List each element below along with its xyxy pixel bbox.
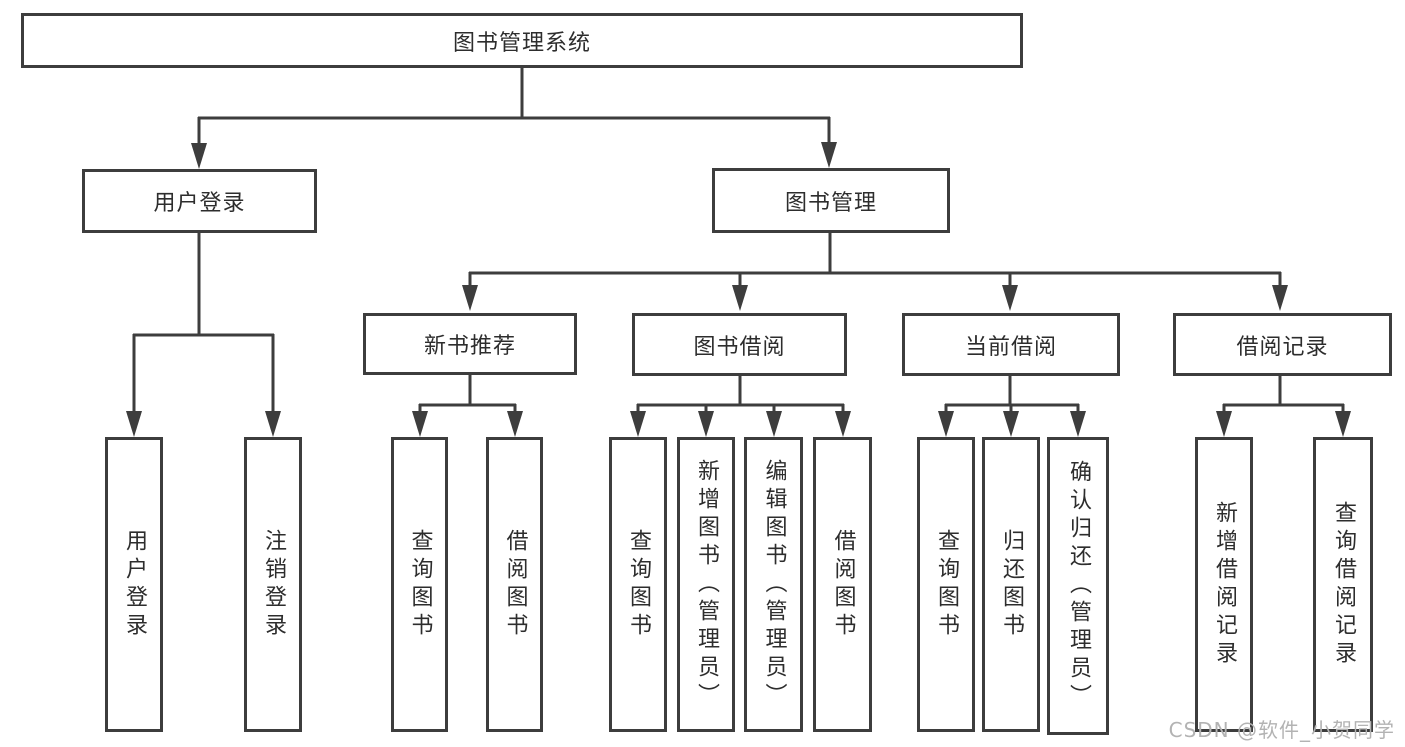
arrow-down-icon (191, 143, 207, 169)
arrow-down-icon (507, 411, 523, 437)
leaf-bb-query-books: 查询图书 (609, 437, 667, 732)
leaf-label: 新增图书（管理员） (694, 458, 719, 711)
leaf-label: 确认归还（管理员） (1066, 460, 1091, 712)
arrow-down-icon (1002, 285, 1018, 311)
leaf-br-add-record: 新增借阅记录 (1195, 437, 1253, 732)
arrow-down-icon (821, 142, 837, 168)
connector-path-current-borrow (944, 375, 1080, 414)
arrow-down-icon (1272, 285, 1288, 311)
arrow-down-icon (1003, 411, 1019, 437)
arrow-down-icon (462, 285, 478, 311)
leaf-label: 借阅图书 (830, 528, 856, 641)
connector-path-borrow-records (1222, 375, 1345, 414)
leaf-label: 归还图书 (999, 528, 1024, 641)
arrow-down-icon (1070, 411, 1086, 437)
leaf-label: 注销登录 (261, 528, 286, 641)
arrow-down-icon (1335, 411, 1351, 437)
leaf-nbr-borrow-books: 借阅图书 (486, 437, 543, 732)
leaf-label: 查询借阅记录 (1331, 500, 1356, 669)
arrow-down-icon (630, 411, 646, 437)
arrow-down-icon (766, 411, 782, 437)
leaf-label: 编辑图书（管理员） (761, 458, 787, 711)
leaf-label: 用户登录 (122, 528, 147, 641)
connector-path-new-book-recommend (418, 375, 517, 414)
node-current-borrow: 当前借阅 (902, 313, 1120, 376)
node-user-login: 用户登录 (82, 169, 317, 233)
node-new-book-recommend: 新书推荐 (363, 313, 577, 375)
leaf-br-query-record: 查询借阅记录 (1313, 437, 1373, 732)
leaf-label: 借阅图书 (502, 528, 528, 641)
arrow-down-icon (412, 411, 428, 437)
leaf-cb-query-books: 查询图书 (917, 437, 975, 732)
leaf-nbr-query-books: 查询图书 (391, 437, 448, 732)
connector-path-book-borrow (636, 375, 845, 414)
connector-path-book-management (468, 233, 1282, 288)
arrow-down-icon (938, 411, 954, 437)
arrow-down-icon (265, 411, 281, 437)
arrow-down-icon (698, 411, 714, 437)
arrow-down-icon (1216, 411, 1232, 437)
leaf-user-login: 用户登录 (105, 437, 163, 732)
leaf-label: 查询图书 (934, 528, 959, 641)
leaf-bb-edit-books-admin: 编辑图书（管理员） (744, 437, 803, 732)
leaf-bb-borrow-books: 借阅图书 (813, 437, 872, 732)
arrow-down-icon (126, 411, 142, 437)
connector-path-root (197, 68, 831, 146)
node-borrow-records: 借阅记录 (1173, 313, 1392, 376)
leaf-bb-add-books-admin: 新增图书（管理员） (677, 437, 735, 732)
leaf-label: 新增借阅记录 (1212, 500, 1237, 669)
node-book-management: 图书管理 (712, 168, 950, 233)
leaf-cb-confirm-return-admin: 确认归还（管理员） (1047, 437, 1109, 735)
connector-path-user-login (132, 233, 275, 414)
leaf-cb-return-books: 归还图书 (982, 437, 1040, 732)
watermark: CSDN @软件_小贺同学 (1168, 718, 1395, 742)
node-root: 图书管理系统 (21, 13, 1023, 68)
arrow-down-icon (835, 411, 851, 437)
leaf-logout: 注销登录 (244, 437, 302, 732)
node-book-borrow: 图书借阅 (632, 313, 847, 376)
arrow-down-icon (732, 285, 748, 311)
leaf-label: 查询图书 (407, 528, 433, 641)
leaf-label: 查询图书 (626, 528, 651, 641)
